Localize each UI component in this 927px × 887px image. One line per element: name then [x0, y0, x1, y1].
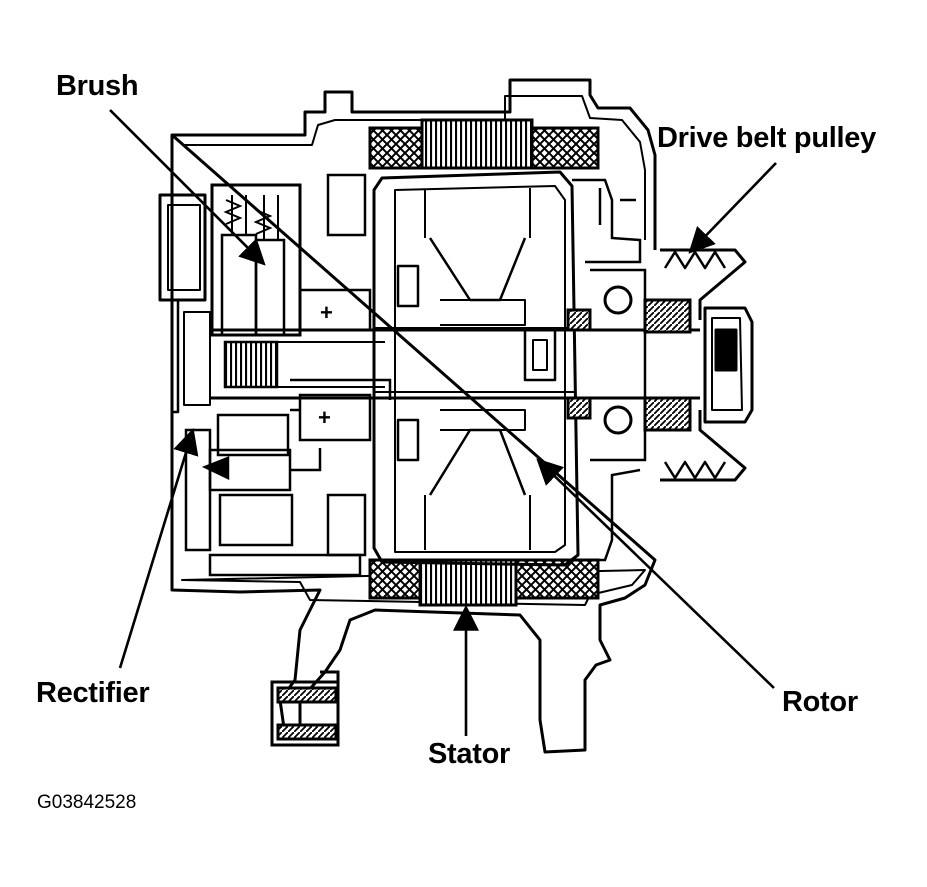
front-bracket [326, 173, 647, 562]
brush-leader [109, 109, 266, 266]
rectifier-leader [118, 428, 199, 669]
label-stator: Stator [428, 738, 510, 770]
label-rectifier: Rectifier [36, 677, 150, 709]
rotor-core [372, 170, 580, 567]
leader-lines [109, 109, 777, 736]
alternator-housing [158, 78, 657, 754]
rectifier-assembly: + [184, 378, 392, 577]
svg-text:+: + [320, 300, 333, 325]
svg-text:+: + [318, 405, 331, 430]
terminal-connector [270, 670, 340, 747]
figure-code: G03842528 [37, 792, 137, 813]
drive-belt-pulley-leader [688, 162, 777, 254]
label-rotor: Rotor [782, 686, 858, 718]
brush-holder: + [210, 183, 372, 337]
label-brush: Brush [56, 70, 139, 102]
bearings [566, 285, 692, 435]
label-drive-belt-pulley: Drive belt pulley [657, 122, 876, 154]
rotor-shaft [210, 328, 700, 400]
rotor-leader [536, 458, 775, 689]
stator-windings [368, 118, 600, 607]
drive-belt-pulley [660, 248, 754, 482]
